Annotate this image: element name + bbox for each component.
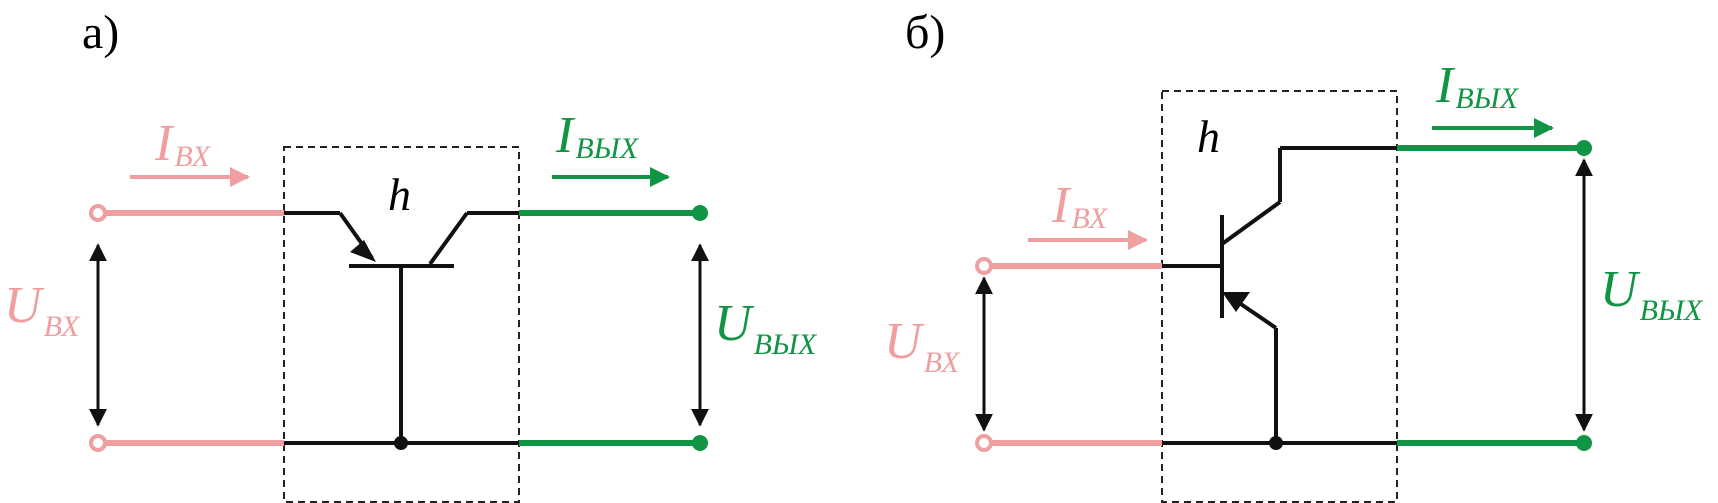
- input-current-label-b: IВХ: [1051, 177, 1109, 235]
- output-terminal-top-a: [692, 205, 708, 221]
- panel-label-b: б): [905, 6, 945, 59]
- input-voltage-label-b: UВХ: [884, 313, 961, 379]
- transistor-b: [1162, 146, 1397, 450]
- output-terminal-bottom-a: [692, 435, 708, 451]
- output-voltage-label-a: UВЫХ: [714, 295, 818, 361]
- output-terminal-top-b: [1576, 140, 1592, 156]
- transistor-box-b: [1161, 90, 1398, 503]
- transistor-a: [284, 211, 519, 450]
- output-current-label-a: IВЫХ: [555, 107, 640, 165]
- transistor-label-b: h: [1197, 111, 1220, 162]
- input-terminal-bottom-b: [975, 434, 993, 452]
- input-terminal-bottom-a: [89, 434, 107, 452]
- panel-label-a: а): [82, 6, 119, 59]
- diagram-b: б) h: [884, 6, 1704, 503]
- output-terminal-bottom-b: [1576, 435, 1592, 451]
- transistor-box-a: [283, 146, 520, 503]
- input-terminal-top-b: [975, 257, 993, 275]
- input-terminal-top-a: [89, 204, 107, 222]
- input-current-label-a: IВХ: [154, 115, 212, 173]
- transistor-label-a: h: [388, 169, 411, 220]
- output-voltage-label-b: UВЫХ: [1600, 261, 1704, 327]
- output-current-label-b: IВЫХ: [1435, 57, 1520, 115]
- diagram-a: а) h IВХ: [4, 6, 818, 503]
- input-voltage-label-a: UВХ: [4, 277, 81, 343]
